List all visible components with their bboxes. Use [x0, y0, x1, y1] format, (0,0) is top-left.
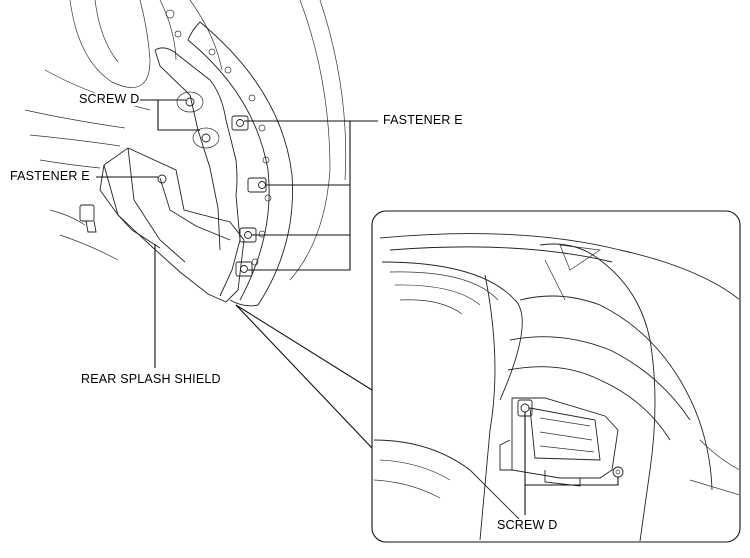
- label-screw-d-bottom: SCREW D: [496, 518, 559, 532]
- label-rear-splash-shield: REAR SPLASH SHIELD: [80, 372, 222, 386]
- leader-lines: [96, 99, 378, 449]
- label-fastener-e-left: FASTENER E: [9, 169, 91, 183]
- detail-view: [371, 210, 741, 543]
- main-view: [24, 0, 347, 307]
- label-fastener-e-right: FASTENER E: [382, 113, 464, 127]
- label-screw-d-top: SCREW D: [78, 92, 141, 106]
